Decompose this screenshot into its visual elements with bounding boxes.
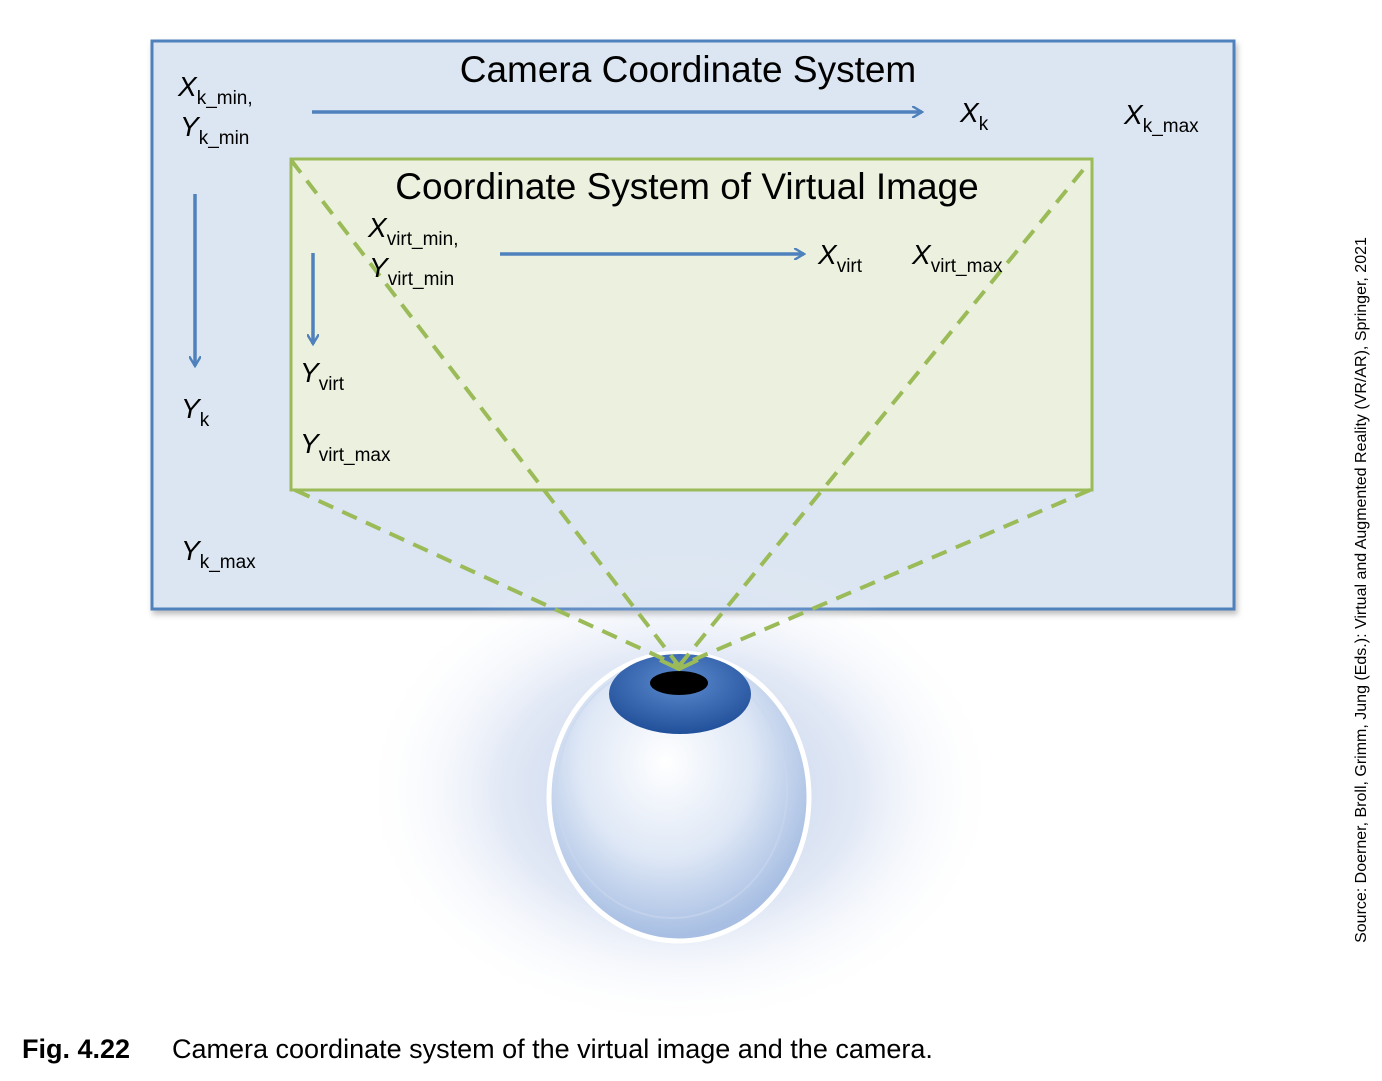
label-xvirt: Xvirt [817,239,863,277]
label-xvirt-sub: virt [837,256,863,277]
label-yk-max-sub: k_max [200,552,256,573]
axis-arrows [195,112,922,366]
label-yvirt: Yvirt [300,357,345,395]
label-xk-max: Xk_max [1123,99,1199,137]
label-yk-min: Yk_min [180,111,249,149]
label-yk-base: Y [181,393,202,424]
label-yvirt-min: Yvirt_min [369,252,454,290]
label-yvirt-max-base: Y [300,428,321,459]
label-yvirt-sub: virt [319,374,345,395]
label-xk-max-sub: k_max [1143,116,1199,137]
label-xvirt-min-base: X [367,212,388,243]
dashed-arrowhead [659,658,699,672]
label-yk-min-base: Y [180,111,201,142]
label-xk-sub: k [979,114,989,135]
label-yk-sub: k [200,410,210,431]
view-frustum-lines [289,158,1091,668]
label-xk: Xk [959,97,989,135]
diagram-canvas: Camera Coordinate System Coordinate Syst… [150,39,1236,1030]
label-xvirt-min: Xvirt_min, [367,212,458,250]
caption-text: Camera coordinate system of the virtual … [172,1034,933,1064]
figure-caption: Fig. 4.22 Camera coordinate system of the… [22,1034,933,1065]
eyeball [546,650,812,944]
label-xvirt-base: X [817,239,838,270]
figure-label: Fig. 4.22 [22,1034,131,1064]
label-xk-min: Xk_min, [177,71,253,109]
label-xk-min-sub: k_min, [197,88,253,109]
label-yk: Yk [181,393,210,431]
label-yk-min-sub: k_min [199,128,250,149]
dashed-line-inner-right [678,488,1091,668]
label-xvirt-max-sub: virt_max [931,256,1003,277]
label-xvirt-max: Xvirt_max [911,239,1003,277]
label-xvirt-min-sub: virt_min, [387,229,459,250]
label-xk-min-base: X [177,71,198,102]
label-xk-max-base: X [1123,99,1144,130]
label-yvirt-min-base: Y [369,252,390,283]
label-yvirt-max: Yvirt_max [300,428,391,466]
label-yvirt-min-sub: virt_min [388,269,455,290]
label-yvirt-max-sub: virt_max [319,445,391,466]
label-yvirt-base: Y [300,357,321,388]
label-xk-base: X [959,97,980,128]
dashed-line-inner-left [294,488,680,668]
virtual-image-title: Coordinate System of Virtual Image [395,166,978,207]
camera-coordinate-title: Camera Coordinate System [460,49,917,90]
pupil [650,671,708,695]
dashed-line-outer-left [289,158,681,668]
label-xvirt-max-base: X [911,239,932,270]
source-attribution: Source: Doerner, Broll, Grimm, Jung (Eds… [1353,237,1370,943]
dashed-line-outer-right [677,168,1085,668]
virtual-image-box [289,157,1094,492]
label-yk-max-base: Y [181,535,202,566]
label-yk-max: Yk_max [181,535,256,573]
